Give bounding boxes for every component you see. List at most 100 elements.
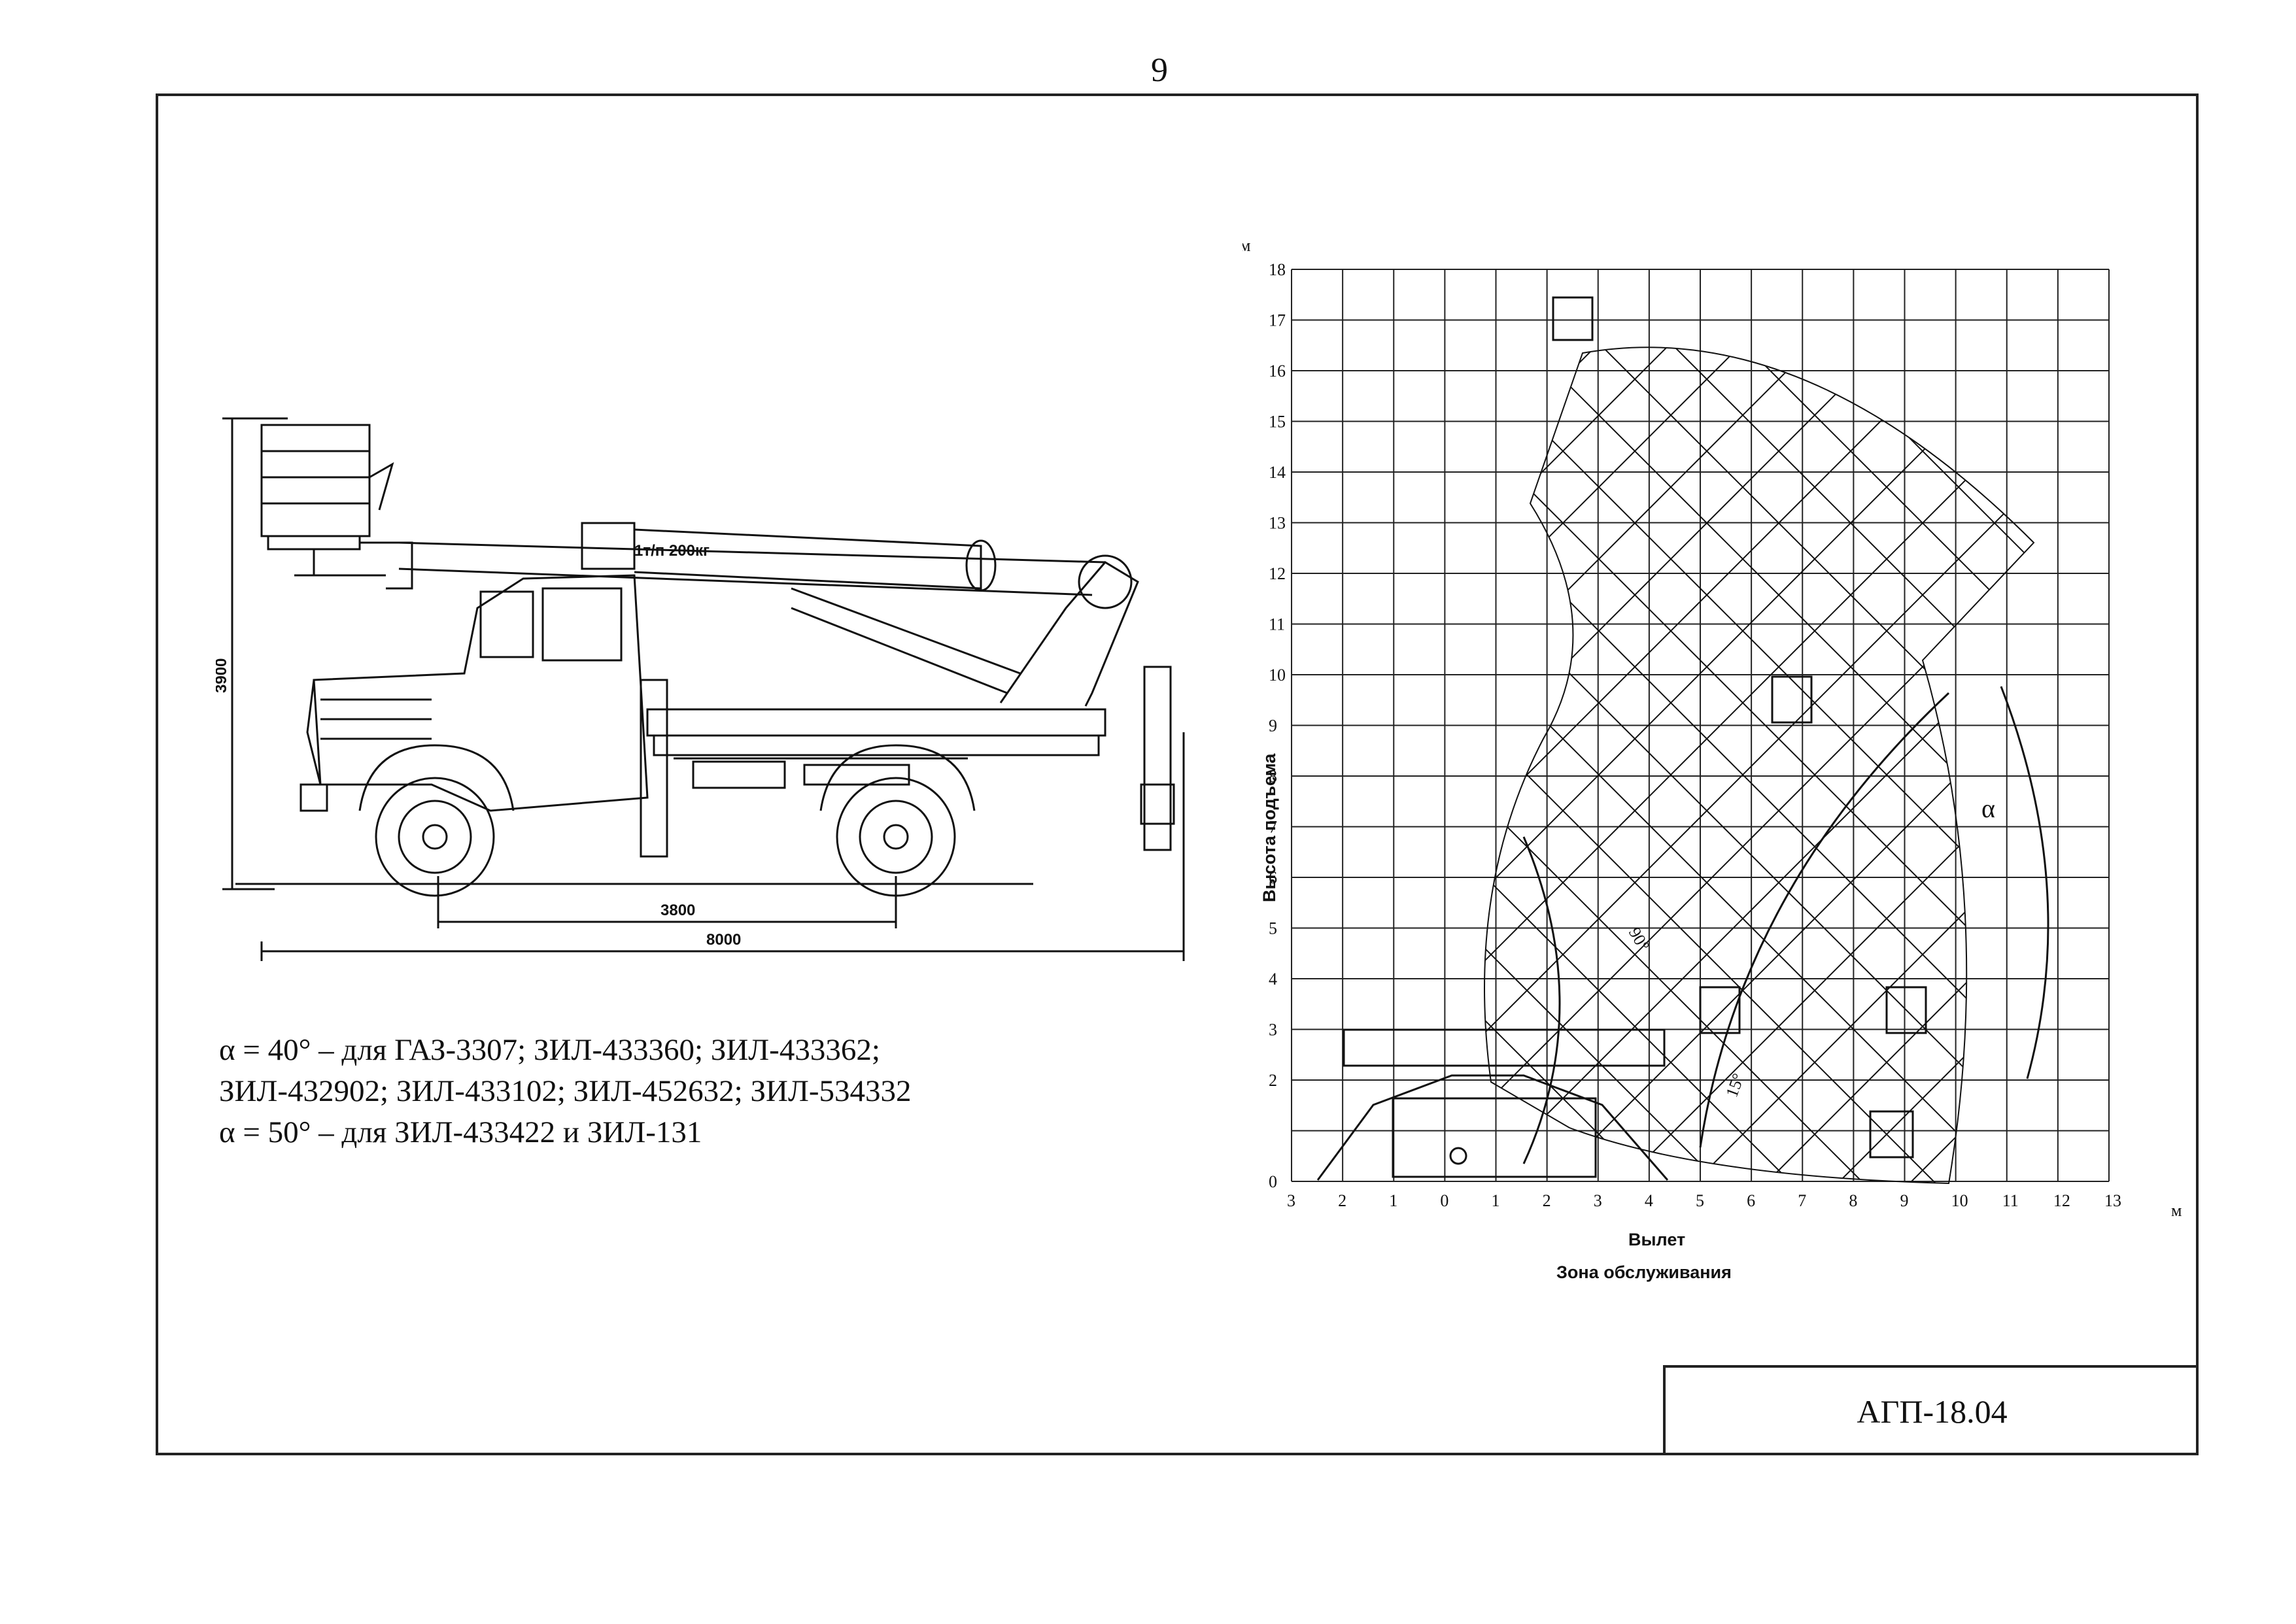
hatch-line xyxy=(1484,347,1603,1184)
x-tick-label: 12 xyxy=(2053,1191,2070,1210)
y-tick-label: 15 xyxy=(1269,413,1286,431)
hatch-line xyxy=(1484,347,2034,1184)
hatch-line xyxy=(1484,347,1923,1184)
hatch-line xyxy=(1739,347,2034,1184)
hatch-line xyxy=(1778,347,2034,1184)
hatch-line xyxy=(1484,347,2034,1184)
x-tick-label: 4 xyxy=(1645,1191,1653,1210)
y-tick-label: 2 xyxy=(1269,1071,1277,1090)
hatch-line xyxy=(1484,347,2034,1184)
x-tick-label: 3 xyxy=(1594,1191,1602,1210)
notes: α = 40° – для ГАЗ-3307; ЗИЛ-433360; ЗИЛ-… xyxy=(219,1030,912,1153)
hatch-line xyxy=(1922,347,2034,1184)
x-tick-label: 8 xyxy=(1849,1191,1857,1210)
hatch-line xyxy=(1484,347,2034,1184)
hatch-line xyxy=(1883,347,2034,1184)
hatch-line xyxy=(1484,347,1891,1184)
height-dimension: 3900 xyxy=(216,658,230,693)
y-axis-unit: м xyxy=(1242,236,1250,255)
hatch-line xyxy=(1484,347,1747,1184)
hatch-line xyxy=(1667,347,2034,1184)
page-number: 9 xyxy=(1151,52,1168,89)
hatch-line xyxy=(1484,347,1564,1184)
x-tick-label: 9 xyxy=(1900,1191,1909,1210)
hatch-line xyxy=(1634,347,2034,1184)
wheelbase-dimension: 3800 xyxy=(660,902,695,919)
y-tick-label: 11 xyxy=(1269,615,1285,634)
x-tick-label: 5 xyxy=(1696,1191,1704,1210)
hatch-line xyxy=(2138,235,2191,1281)
note-line: α = 50° – для ЗИЛ-433422 и ЗИЛ-131 xyxy=(219,1115,702,1149)
hatch-line xyxy=(1242,235,1347,1281)
hatch-line xyxy=(1484,347,1779,1184)
hatch-line xyxy=(1811,347,2034,1184)
drawing-frame xyxy=(156,93,2199,1455)
y-tick-label: 13 xyxy=(1269,514,1286,533)
y-tick-label: 5 xyxy=(1269,919,1277,938)
x-tick-label: 2 xyxy=(1338,1191,1346,1210)
y-tick-label: 3 xyxy=(1269,1021,1277,1040)
x-tick-label: 3 xyxy=(1287,1191,1295,1210)
x-tick-label: 6 xyxy=(1747,1191,1755,1210)
hatch-line xyxy=(1484,347,2034,1184)
service-zone xyxy=(1484,347,2035,1185)
y-tick-label: 0 xyxy=(1269,1172,1277,1191)
hatch-line xyxy=(1484,347,2034,1184)
x-tick-label: 2 xyxy=(1543,1191,1551,1210)
x-axis-title: Вылет xyxy=(1628,1230,1685,1249)
hatch-line xyxy=(1955,347,2034,1184)
y-tick-label: 9 xyxy=(1269,717,1277,736)
truck-drawing: 1т/п 200кг 3900 3800 8000 xyxy=(216,417,1185,961)
hatch-line xyxy=(1484,347,2034,1184)
x-tick-label: 7 xyxy=(1798,1191,1806,1210)
y-tick-label: 16 xyxy=(1269,362,1286,381)
chart-grid xyxy=(1291,269,2110,1182)
hatch-line xyxy=(1484,347,1492,1184)
hatch-line xyxy=(1484,347,1962,1184)
y-tick-label: 6 xyxy=(1269,868,1277,887)
x-axis-unit: м xyxy=(2171,1201,2182,1220)
hatch-line xyxy=(1484,347,2034,1184)
x-tick-label: 10 xyxy=(1951,1191,1968,1210)
hatch-line xyxy=(1595,347,2034,1184)
chart-caption: Зона обслуживания xyxy=(1556,1262,1732,1282)
hatch-line xyxy=(1484,347,1707,1184)
y-tick-label: 7 xyxy=(1269,818,1277,837)
x-tick-label: 11 xyxy=(2002,1191,2019,1210)
y-tick-label: 4 xyxy=(1269,970,1277,989)
x-tick-label: 0 xyxy=(1440,1191,1448,1210)
y-tick-label: 18 xyxy=(1269,260,1286,279)
hatch-line xyxy=(1484,347,1995,1184)
title-block: АГП-18.04 xyxy=(1663,1365,2199,1455)
y-tick-label: 17 xyxy=(1269,311,1286,330)
load-label: 1т/п 200кг xyxy=(634,542,710,560)
hatch-line xyxy=(2066,235,2191,1281)
hatch-line xyxy=(1484,347,2034,1184)
note-line: ЗИЛ-432902; ЗИЛ-433102; ЗИЛ-452632; ЗИЛ-… xyxy=(219,1074,912,1108)
hatch-line xyxy=(1484,347,1531,1184)
hatch-line xyxy=(1484,347,2034,1184)
note-line: α = 40° – для ГАЗ-3307; ЗИЛ-433360; ЗИЛ-… xyxy=(219,1033,880,1067)
hatch-line xyxy=(1484,347,1851,1184)
length-dimension: 8000 xyxy=(706,931,741,949)
y-tick-label: 12 xyxy=(1269,564,1286,583)
angle-15-label: 15° xyxy=(1722,1071,1748,1100)
hatch-line xyxy=(1562,347,2034,1184)
hatch-line xyxy=(1523,347,2034,1184)
hatch-line xyxy=(1484,347,1819,1184)
zone-hatching xyxy=(1242,235,2191,1281)
document-code: АГП-18.04 xyxy=(1857,1393,2008,1430)
angle-alpha-label: α xyxy=(1981,794,1995,823)
x-tick-label: 1 xyxy=(1389,1191,1397,1210)
y-tick-label: 10 xyxy=(1269,666,1286,685)
y-axis-title: Высота подъема xyxy=(1259,753,1279,902)
x-tick-label: 13 xyxy=(2104,1191,2121,1210)
hatch-line xyxy=(1484,347,2034,1184)
hatch-line xyxy=(1850,347,2034,1184)
y-tick-label: 14 xyxy=(1269,463,1286,482)
x-tick-label: 1 xyxy=(1492,1191,1500,1210)
hatch-line xyxy=(1484,347,2034,1184)
